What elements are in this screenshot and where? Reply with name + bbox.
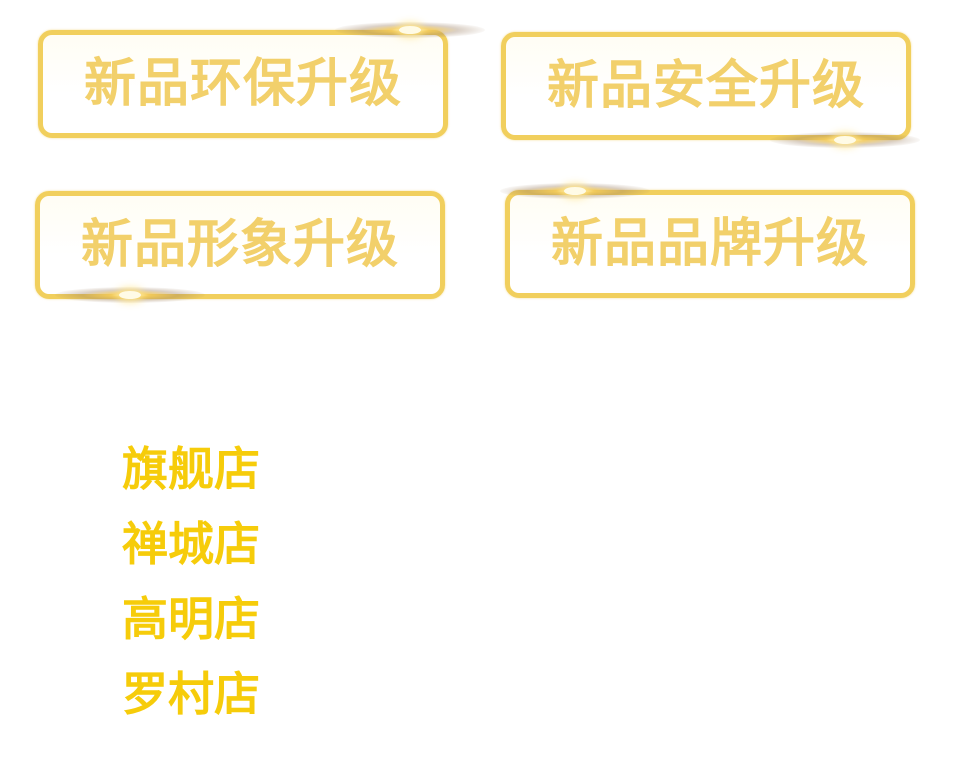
store-item-gaoming: 高明店 (122, 592, 260, 646)
badge-image-upgrade: 新品形象升级 (35, 191, 445, 299)
badge-label: 新品品牌升级 (550, 214, 869, 274)
badge-label: 新品环保升级 (83, 54, 402, 114)
store-item-luocun: 罗村店 (122, 667, 260, 721)
store-list: 旗舰店 禅城店 高明店 罗村店 (122, 432, 260, 732)
badge-label: 新品形象升级 (80, 215, 399, 275)
store-item-flagship: 旗舰店 (122, 442, 260, 496)
badge-brand-upgrade: 新品品牌升级 (505, 190, 915, 298)
badge-label: 新品安全升级 (546, 56, 865, 116)
store-item-chancheng: 禅城店 (122, 517, 260, 571)
badge-eco-upgrade: 新品环保升级 (38, 30, 448, 138)
badge-safety-upgrade: 新品安全升级 (501, 32, 911, 140)
